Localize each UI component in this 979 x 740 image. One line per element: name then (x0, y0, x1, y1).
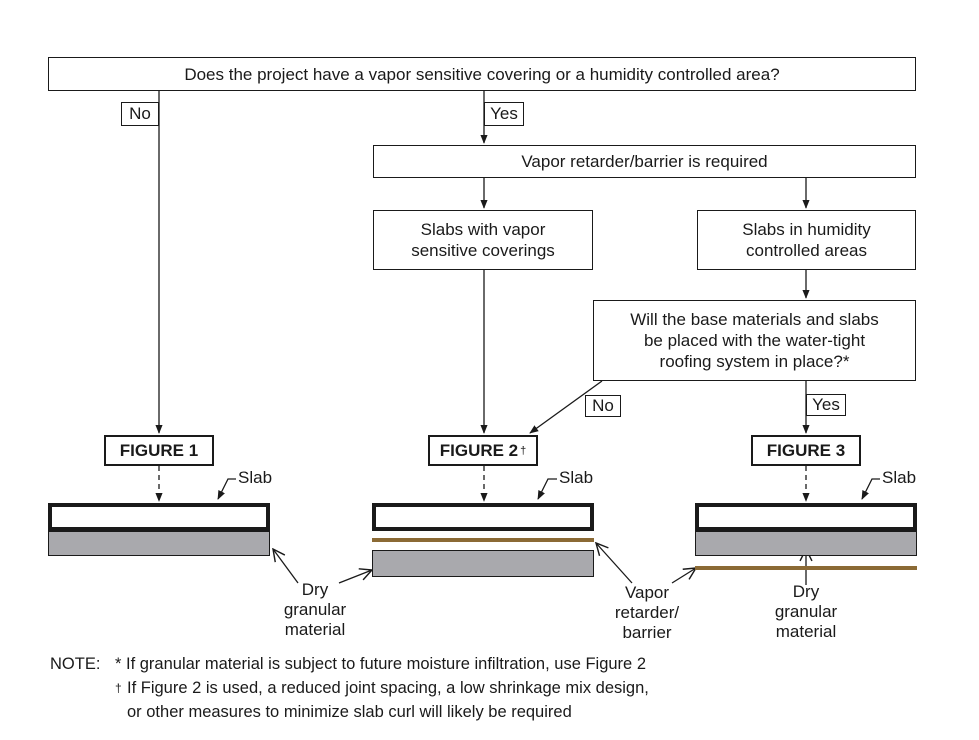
figure3-granular (695, 531, 917, 556)
base-yes-tag: Yes (806, 394, 846, 416)
figure1-label: FIGURE 1 (104, 435, 214, 466)
slab-leader-3 (861, 478, 880, 500)
note-dagger-line2: or other measures to minimize slab curl … (127, 703, 572, 721)
question-box: Does the project have a vapor sensitive … (48, 57, 916, 91)
vapor-label: Vapor retarder/ barrier (614, 583, 680, 642)
base-question-box: Will the base materials and slabs be pla… (593, 300, 916, 381)
figure3-vapor-retarder (695, 566, 917, 570)
vapor-leader-figure2 (596, 543, 633, 584)
required-box: Vapor retarder/barrier is required (373, 145, 916, 178)
slab-leader-1 (217, 478, 236, 500)
dry-leader-figure2 (338, 570, 372, 584)
figure3-label: FIGURE 3 (751, 435, 861, 466)
figure2-slab (372, 503, 594, 531)
slab-label-3: Slab (882, 468, 917, 487)
question-text: Does the project have a vapor sensitive … (184, 64, 780, 84)
slab-label-2: Slab (559, 468, 594, 487)
dry-label-left: Dry granular material (283, 580, 347, 639)
base-q-line1: Will the base materials and slabs (630, 310, 879, 329)
figure2-dagger: † (520, 444, 527, 457)
note-dagger-line1: If Figure 2 is used, a reduced joint spa… (127, 679, 649, 697)
arrow-question-no-to-figure2 (529, 380, 603, 434)
sensitive-line1: Slabs with vapor (420, 220, 546, 239)
humidity-line1: Slabs in humidity (742, 220, 871, 239)
vapor-leader-figure3 (671, 568, 696, 584)
required-text: Vapor retarder/barrier is required (521, 152, 768, 171)
note-label: NOTE: (50, 655, 101, 673)
note-dagger-mark: † (115, 681, 122, 695)
note-star: * If granular material is subject to fut… (115, 655, 646, 673)
yes-tag: Yes (484, 102, 524, 126)
figure2-vapor-retarder (372, 538, 594, 542)
sensitive-box: Slabs with vapor sensitive coverings (373, 210, 593, 270)
sensitive-line2: sensitive coverings (411, 241, 555, 260)
slab-label-1: Slab (238, 468, 273, 487)
figure1-granular (48, 531, 270, 556)
dry-label-right: Dry granular material (774, 582, 838, 641)
figure1-slab (48, 503, 270, 531)
base-no-tag: No (585, 395, 621, 417)
base-q-line3: roofing system in place?* (659, 352, 850, 371)
humidity-line2: controlled areas (746, 241, 867, 260)
no-tag: No (121, 102, 159, 126)
figure2-granular (372, 550, 594, 577)
slab-leader-2 (537, 478, 557, 500)
base-q-line2: be placed with the water-tight (643, 331, 866, 350)
figure2-label: FIGURE 2† (428, 435, 538, 466)
figure3-slab (695, 503, 917, 531)
dry-leader-figure1 (273, 549, 299, 584)
humidity-box: Slabs in humidity controlled areas (697, 210, 916, 270)
